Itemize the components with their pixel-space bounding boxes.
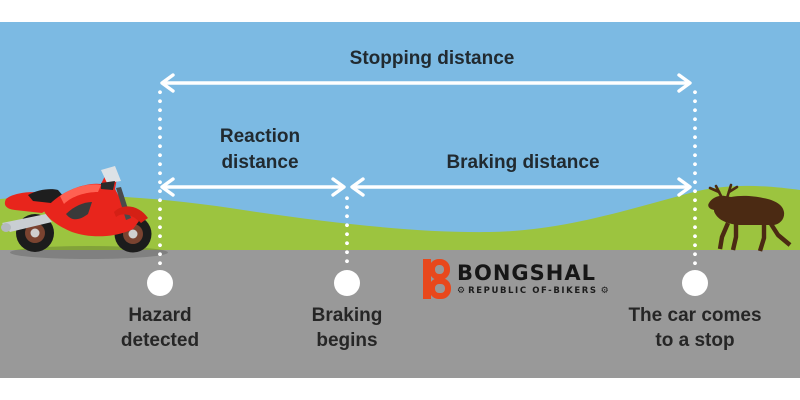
reaction-distance-arrow <box>160 177 346 197</box>
stopping-distance-label: Stopping distance <box>349 48 515 69</box>
braking-distance-arrow <box>350 177 692 197</box>
hazard-marker-dot <box>147 270 173 296</box>
bongshal-logo: BONGSHAL ⚙ REPUBLIC OF-BIKERS ⚙ <box>421 257 611 301</box>
bongshal-logo-tagline: ⚙ REPUBLIC OF-BIKERS ⚙ <box>457 286 609 296</box>
braking-begins-marker-dot <box>334 270 360 296</box>
braking-distance-label: Braking distance <box>446 152 600 173</box>
braking-begins-dotted-line <box>345 196 349 266</box>
bongshal-logo-text: BONGSHAL ⚙ REPUBLIC OF-BIKERS ⚙ <box>457 262 609 296</box>
motorcycle-icon <box>1 166 152 253</box>
hazard-dotted-line <box>158 90 162 266</box>
stopping-distance-arrow <box>160 73 692 93</box>
moose-icon <box>708 183 792 252</box>
reaction-distance-label: Reaction distance <box>219 126 301 173</box>
car-stops-label: The car comes to a stop <box>628 305 762 351</box>
braking-begins-label: Braking begins <box>311 305 383 351</box>
grass-hill <box>0 185 800 252</box>
bongshal-logo-name: BONGSHAL <box>457 261 597 285</box>
bongshal-b-icon <box>423 259 451 299</box>
stop-marker-dot <box>682 270 708 296</box>
bongshal-tagline-text: REPUBLIC OF-BIKERS <box>468 286 598 296</box>
gear-icon: ⚙ <box>600 286 609 296</box>
road <box>0 250 800 378</box>
hazard-detected-label: Hazard detected <box>120 305 200 351</box>
stop-dotted-line <box>693 90 697 266</box>
gear-icon: ⚙ <box>457 286 466 296</box>
